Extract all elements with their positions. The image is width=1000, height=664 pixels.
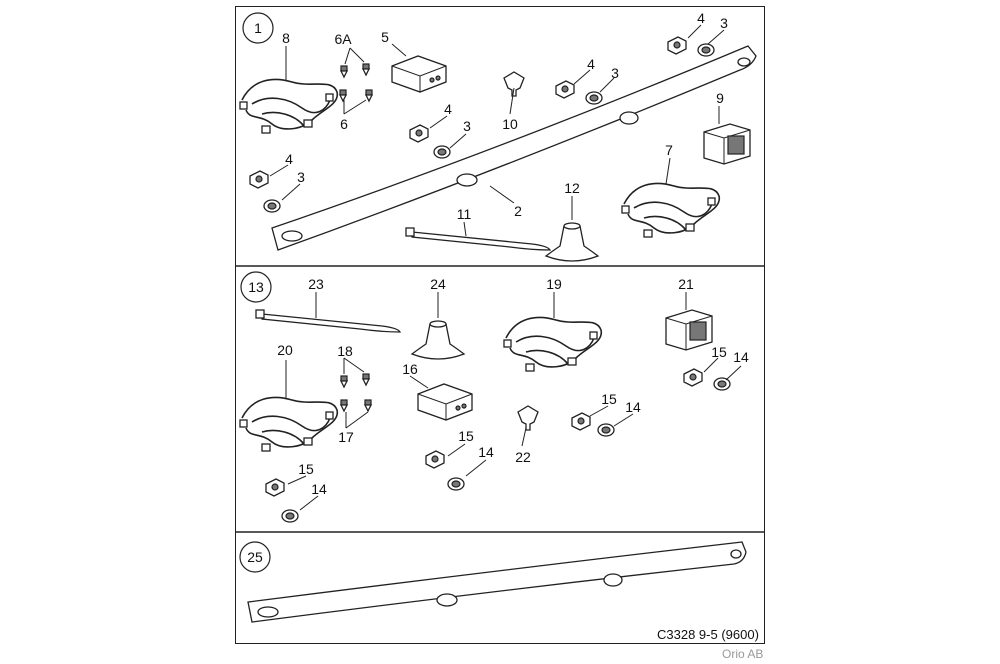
sensor-3 — [433, 145, 451, 159]
sensor-holder-15 — [571, 412, 591, 431]
section-marker-25: 25 — [239, 541, 271, 573]
part-label: 14 — [625, 399, 641, 415]
part-label: 11 — [457, 206, 472, 222]
part-label: 4 — [697, 10, 705, 26]
bracket-10 — [503, 71, 525, 97]
sensor-3 — [697, 43, 715, 57]
control-module-5 — [391, 55, 447, 93]
sensor-3 — [585, 91, 603, 105]
fastener-17 — [340, 399, 348, 412]
leader-lines-section-1 — [269, 24, 725, 237]
bumper-bar-section-1 — [271, 45, 757, 251]
part-label: 15 — [601, 391, 617, 407]
part-label: 15 — [458, 428, 474, 444]
sensor-14 — [281, 509, 299, 523]
fastener-6 — [339, 89, 347, 102]
part-label: 10 — [502, 116, 518, 132]
part-label: 12 — [564, 180, 580, 196]
wiring-harness-20 — [239, 396, 339, 452]
part-label: 9 — [716, 90, 724, 106]
part-label: 23 — [308, 276, 324, 292]
part-label: 14 — [311, 481, 327, 497]
part-label: 3 — [463, 118, 471, 134]
wiring-harness-8 — [239, 78, 339, 134]
part-label: 21 — [678, 276, 694, 292]
sensor-holder-4 — [667, 36, 687, 55]
credit-text: Orio AB — [722, 647, 764, 661]
sensor-holder-15 — [683, 368, 703, 387]
part-label: 18 — [337, 343, 353, 359]
labels-section-1: 8 6A 5 4 3 4 3 4 3 4 3 9 10 6 7 12 2 11 — [282, 10, 728, 222]
section-marker-1: 1 — [242, 12, 274, 44]
cable-tie-11 — [405, 227, 551, 251]
part-label: 4 — [587, 56, 595, 72]
sensor-holder-15 — [425, 450, 445, 469]
section-number: 25 — [247, 549, 263, 565]
fastener-6 — [365, 89, 373, 102]
diagram-frame — [235, 6, 765, 644]
sensor-holder-4 — [409, 124, 429, 143]
fastener-17 — [364, 399, 372, 412]
part-label: 14 — [733, 349, 749, 365]
part-label: 3 — [611, 65, 619, 81]
part-label: 20 — [277, 342, 293, 358]
part-label: 3 — [720, 15, 728, 31]
bracket-22 — [517, 405, 539, 431]
connector-housing-21 — [665, 309, 713, 351]
diagram-code: C3328 9-5 (9600) — [657, 627, 759, 642]
part-label: 17 — [338, 429, 354, 445]
rubber-grommet-12 — [545, 222, 599, 262]
sensor-holder-4 — [555, 80, 575, 99]
part-label: 4 — [285, 151, 293, 167]
part-label: 6 — [340, 116, 348, 132]
leader-lines-section-13 — [285, 292, 742, 511]
cable-tie-23 — [255, 309, 401, 333]
part-label: 3 — [297, 169, 305, 185]
control-module-16 — [417, 383, 473, 421]
part-label: 16 — [402, 361, 418, 377]
part-label: 15 — [711, 344, 727, 360]
part-label: 15 — [298, 461, 314, 477]
part-label: 24 — [430, 276, 446, 292]
fastener-18 — [362, 373, 370, 386]
part-label: 22 — [515, 449, 531, 465]
sensor-14 — [713, 377, 731, 391]
part-label: 4 — [444, 101, 452, 117]
wiring-harness-7 — [621, 182, 721, 238]
sensor-14 — [597, 423, 615, 437]
sensor-14 — [447, 477, 465, 491]
part-label: 5 — [381, 29, 389, 45]
fastener-6a — [362, 63, 370, 76]
fastener-18 — [340, 375, 348, 388]
part-label: 19 — [546, 276, 562, 292]
part-label: 7 — [665, 142, 673, 158]
section-number: 13 — [248, 279, 264, 295]
part-label: 8 — [282, 30, 290, 46]
sensor-3 — [263, 199, 281, 213]
sensor-holder-15 — [265, 478, 285, 497]
labels-section-13: 23 24 19 21 20 18 16 15 14 15 14 17 15 1… — [277, 276, 749, 497]
rubber-grommet-24 — [411, 320, 465, 360]
sensor-holder-4 — [249, 170, 269, 189]
section-marker-13: 13 — [240, 271, 272, 303]
connector-housing-9 — [703, 123, 751, 165]
section-number: 1 — [254, 20, 262, 36]
part-label: 2 — [514, 203, 522, 219]
part-label: 6A — [334, 31, 352, 47]
part-label: 14 — [478, 444, 494, 460]
bumper-bar-section-25 — [247, 541, 747, 623]
wiring-harness-19 — [503, 316, 603, 372]
fastener-6a — [340, 65, 348, 78]
